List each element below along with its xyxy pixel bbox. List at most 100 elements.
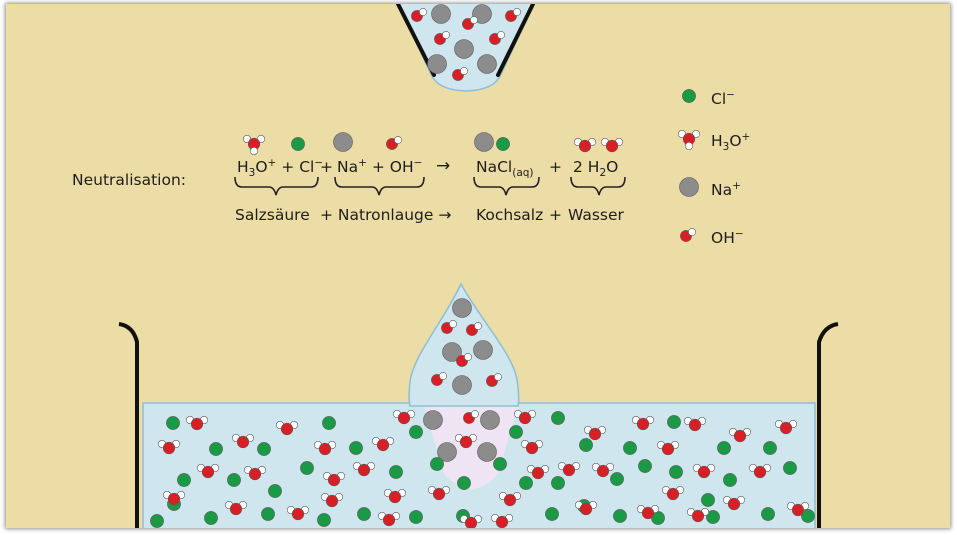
water-molecule	[286, 505, 309, 521]
sodium-ion	[679, 177, 699, 197]
chloride-ion	[610, 472, 624, 486]
name-acid: Salzsäure	[235, 206, 310, 224]
water-molecule	[459, 514, 482, 528]
name-base: + Natronlauge →	[320, 206, 452, 224]
sodium-ion	[437, 442, 457, 462]
sodium-ion	[333, 132, 353, 152]
water-molecule	[352, 461, 375, 477]
hydroxide-ion	[462, 16, 478, 30]
chloride-ion	[261, 507, 275, 521]
chloride-ion	[509, 425, 523, 439]
chloride-ion	[761, 507, 775, 521]
reaction-arrow: →	[436, 156, 451, 176]
chloride-ion	[717, 441, 731, 455]
chloride-ion	[667, 415, 681, 429]
water-molecule	[526, 464, 549, 480]
chloride-ion	[409, 510, 423, 524]
brace-base	[334, 176, 425, 196]
sodium-ion	[452, 375, 472, 395]
brace-salt	[473, 176, 540, 196]
water-molecule	[275, 420, 298, 436]
chloride-ion	[723, 473, 737, 487]
hydroxide-ion	[456, 353, 472, 367]
chloride-ion	[291, 137, 305, 151]
water-molecule	[232, 433, 255, 449]
brace-water	[570, 176, 626, 196]
hydroxide-ion	[431, 372, 447, 386]
chloride-ion	[783, 461, 797, 475]
hydroxide-ion	[463, 410, 479, 424]
water-molecule	[600, 138, 623, 153]
sodium-ion	[473, 340, 493, 360]
chloride-ion	[322, 416, 336, 430]
hydronium-ion	[677, 130, 700, 151]
chloride-ion	[209, 442, 223, 456]
chloride-ion	[204, 511, 218, 525]
name-plus: +	[549, 206, 562, 224]
chloride-ion	[357, 507, 371, 521]
chloride-ion	[638, 459, 652, 473]
water-molecule	[392, 409, 415, 425]
legend-label-hydronium: H3O+	[711, 130, 751, 154]
water-molecule	[225, 500, 248, 516]
sodium-ion	[477, 442, 497, 462]
chloride-ion	[257, 442, 271, 456]
water-molecule	[786, 501, 809, 517]
reactant-base: Na+ + OH−	[337, 156, 423, 176]
chloride-ion	[268, 484, 282, 498]
chloride-ion	[706, 510, 720, 524]
water-molecule	[513, 409, 536, 425]
hydroxide-ion	[680, 228, 696, 242]
water-molecule	[683, 416, 706, 432]
water-molecule	[591, 462, 614, 478]
water-molecule	[686, 507, 709, 523]
water-molecule	[197, 463, 220, 479]
sodium-ion	[452, 298, 472, 318]
water-molecule	[186, 415, 209, 431]
water-molecule	[520, 439, 543, 455]
reactant-acid: H3O+ + Cl−	[237, 156, 324, 180]
sodium-ion	[480, 410, 500, 430]
legend-label-sodium: Na+	[711, 179, 741, 199]
chloride-ion	[317, 513, 331, 527]
hydroxide-ion	[386, 136, 402, 150]
chloride-ion	[349, 441, 363, 455]
hydroxide-ion	[466, 322, 482, 336]
chloride-ion	[166, 416, 180, 430]
water-molecule	[774, 419, 797, 435]
chloride-ion	[457, 476, 471, 490]
burette-right-wall	[496, 4, 535, 77]
water-molecule	[574, 500, 597, 516]
water-molecule	[377, 511, 400, 527]
chloride-ion	[682, 89, 696, 103]
water-molecule	[322, 471, 345, 487]
water-molecule	[636, 504, 659, 520]
water-molecule	[383, 488, 406, 504]
water-molecule	[728, 427, 751, 443]
name-water: Wasser	[568, 206, 624, 224]
beaker-left-wall	[118, 322, 139, 528]
neutralisation-scene	[118, 4, 839, 528]
hydroxide-ion	[505, 8, 521, 22]
chloride-ion	[227, 473, 241, 487]
sodium-ion	[431, 4, 451, 24]
water-molecule	[313, 440, 336, 456]
hydroxide-ion	[486, 373, 502, 387]
brace-acid	[234, 176, 319, 196]
sodium-ion	[454, 39, 474, 59]
chloride-ion	[613, 509, 627, 523]
hydroxide-ion	[441, 320, 457, 334]
chloride-ion	[519, 476, 533, 490]
water-molecule	[722, 495, 745, 511]
chloride-ion	[409, 425, 423, 439]
diagram-frame: Neutralisation: H3O+ + Cl− + Na+ + OH− →…	[6, 4, 950, 528]
plus-1: +	[320, 158, 333, 176]
product-salt-state: (aq)	[512, 167, 534, 180]
water-molecule	[371, 436, 394, 452]
water-molecule	[692, 463, 715, 479]
chloride-ion	[801, 509, 815, 523]
plus-2: +	[549, 158, 562, 176]
product-salt: NaCl(aq)	[476, 158, 534, 180]
beaker-right-wall	[817, 322, 839, 528]
name-salt: Kochsalz	[476, 206, 544, 224]
